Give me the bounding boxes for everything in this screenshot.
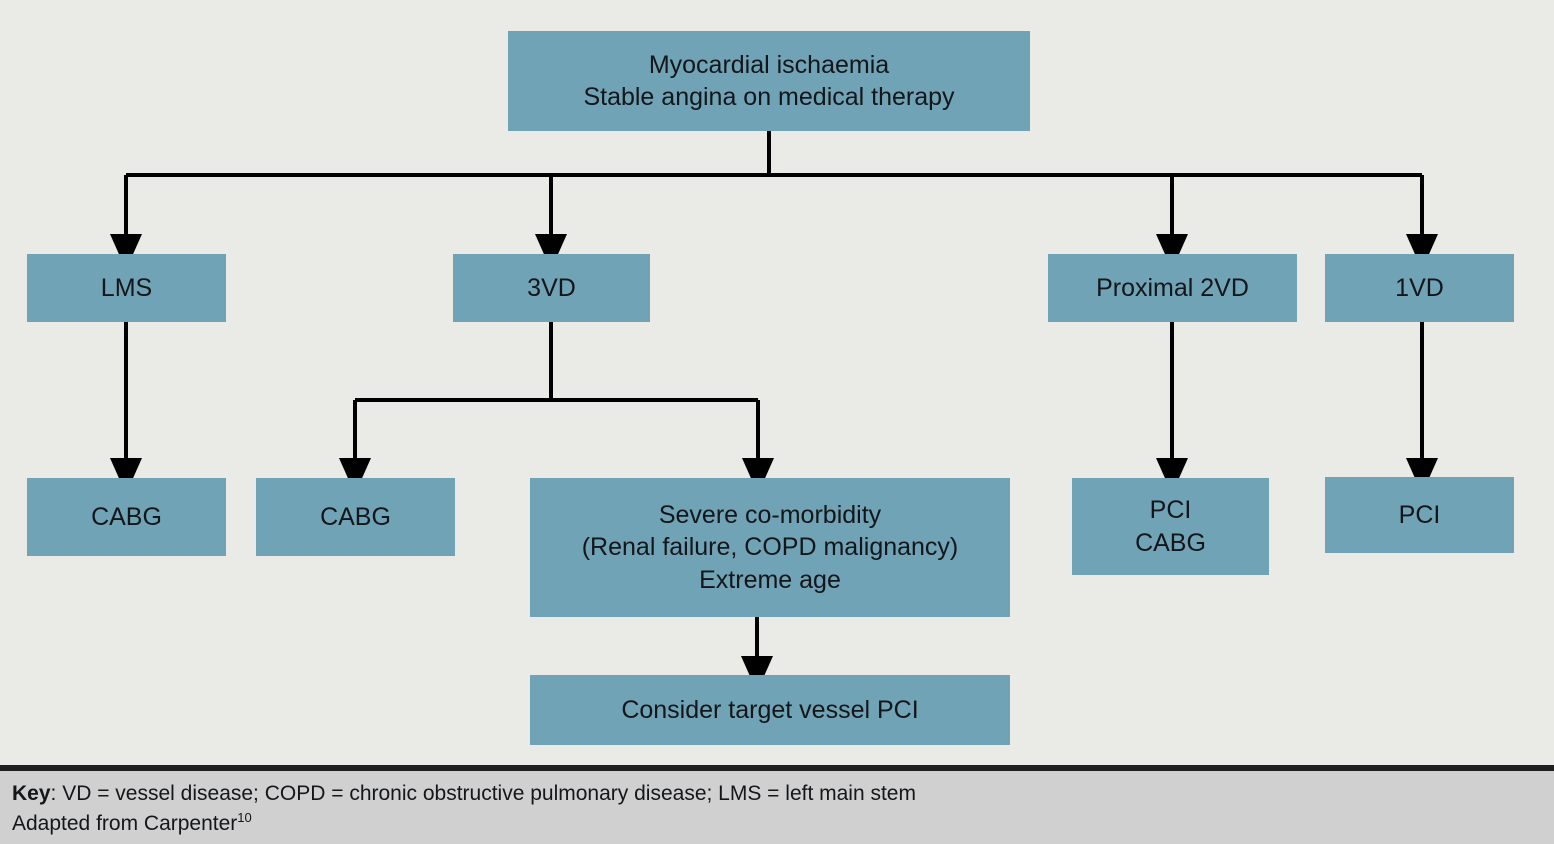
node-cabg-3vd[interactable]: CABG bbox=[256, 478, 455, 556]
node-pci[interactable]: PCI bbox=[1325, 477, 1514, 553]
key-text: : VD = vessel disease; COPD = chronic ob… bbox=[50, 782, 916, 805]
node-lms[interactable]: LMS bbox=[27, 254, 226, 322]
node-target-vessel[interactable]: Consider target vessel PCI bbox=[530, 675, 1010, 745]
source-line: Adapted from Carpenter10 bbox=[12, 809, 1542, 839]
figure-key-footer: Key: VD = vessel disease; COPD = chronic… bbox=[0, 771, 1554, 844]
footer-divider bbox=[0, 765, 1554, 771]
key-label: Key bbox=[12, 782, 51, 805]
key-line: Key: VD = vessel disease; COPD = chronic… bbox=[12, 779, 1542, 809]
source-reference: 10 bbox=[237, 810, 252, 826]
node-pci-cabg[interactable]: PCI CABG bbox=[1072, 478, 1269, 575]
flowchart-canvas: Myocardial ischaemia Stable angina on me… bbox=[27, 31, 1514, 745]
node-root[interactable]: Myocardial ischaemia Stable angina on me… bbox=[508, 31, 1030, 131]
node-1vd[interactable]: 1VD bbox=[1325, 254, 1514, 322]
node-cabg-lms[interactable]: CABG bbox=[27, 478, 226, 556]
node-comorbidity[interactable]: Severe co-morbidity (Renal failure, COPD… bbox=[530, 478, 1010, 617]
source-text: Adapted from Carpenter bbox=[12, 812, 238, 836]
node-3vd[interactable]: 3VD bbox=[453, 254, 650, 322]
node-proximal-2vd[interactable]: Proximal 2VD bbox=[1048, 254, 1297, 322]
